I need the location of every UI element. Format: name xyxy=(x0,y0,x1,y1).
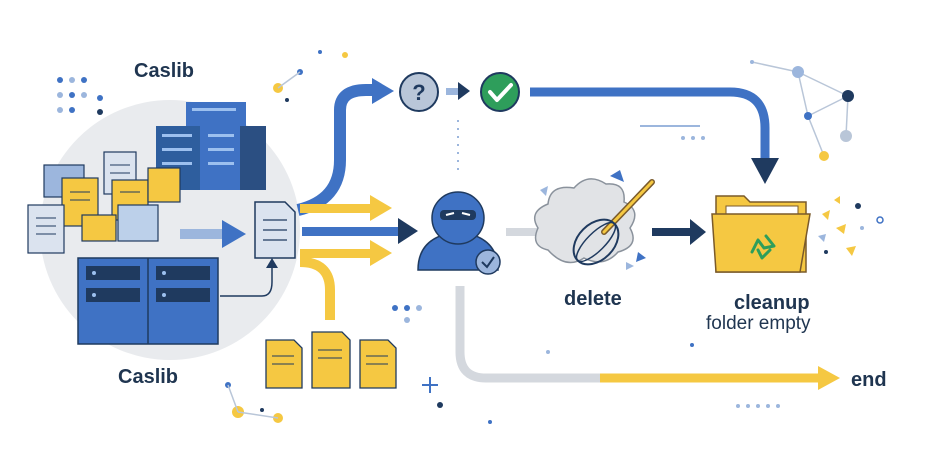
decor-dots-left xyxy=(57,77,103,115)
server-stack-top xyxy=(156,102,266,190)
cleanup-subtitle: folder empty xyxy=(706,313,811,334)
arrow-question-to-check xyxy=(446,82,470,100)
debris-sparkles xyxy=(818,196,884,256)
document-group-bottom xyxy=(265,331,397,389)
decor-bottom-right xyxy=(488,343,780,424)
caslib-bottom-label: Caslib xyxy=(118,366,179,388)
arrow-ninja-to-delete xyxy=(506,228,550,236)
decor-bottom-left xyxy=(225,305,443,423)
question-mark-icon: ? xyxy=(399,72,439,112)
delete-label: delete xyxy=(564,288,622,310)
arrows-to-ninja xyxy=(300,195,418,266)
cleanup-label: cleanup xyxy=(734,292,810,314)
document-pile xyxy=(27,151,181,254)
arrow-cabinet-to-file xyxy=(220,266,273,297)
end-label: end xyxy=(851,369,887,391)
recycle-icon xyxy=(746,230,778,262)
whisk-icon xyxy=(533,170,655,270)
server-cabinet-bottom xyxy=(77,257,219,345)
check-icon xyxy=(480,72,520,112)
svg-text:?: ? xyxy=(412,80,425,105)
ninja-user-icon xyxy=(417,191,501,275)
arrow-docs-to-file xyxy=(180,220,246,248)
arrow-down-yellow xyxy=(299,257,335,320)
arrow-up-to-question xyxy=(296,84,378,216)
arrow-delete-to-cleanup xyxy=(652,219,706,245)
document-icon-middle xyxy=(254,201,296,259)
arrow-to-end xyxy=(455,286,820,383)
caslib-top-label: Caslib xyxy=(134,60,195,82)
arrow-check-to-folder xyxy=(530,87,770,160)
decor-network xyxy=(750,60,854,161)
